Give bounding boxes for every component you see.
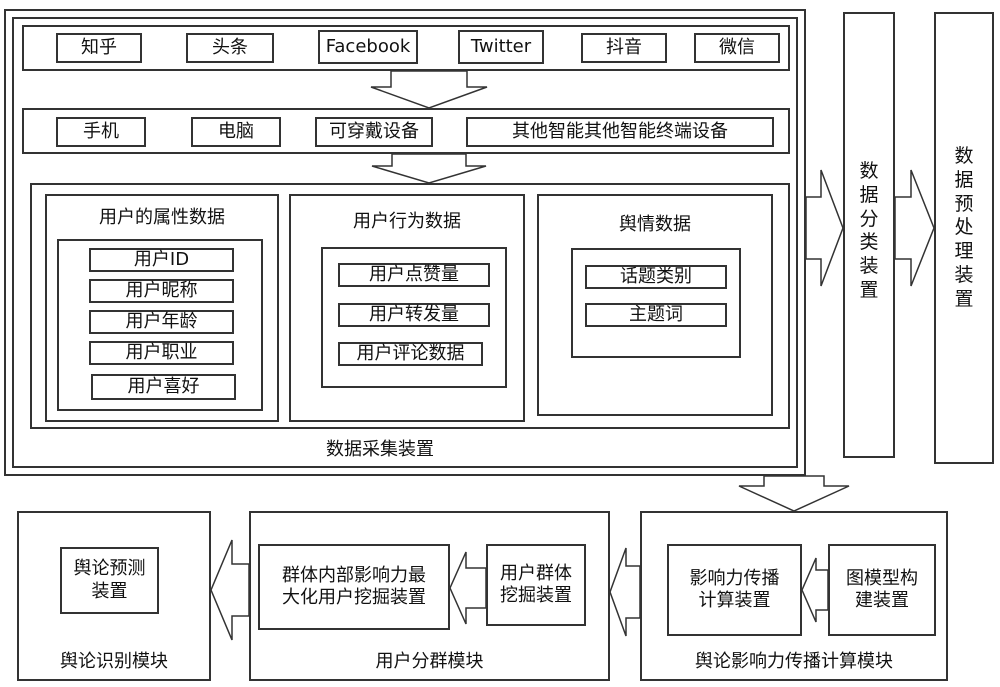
arrow-right-1 <box>806 170 843 286</box>
arrow-left-3 <box>450 552 486 624</box>
arrow-left-2 <box>610 548 640 636</box>
arrow-down-1 <box>371 71 487 108</box>
arrow-right-2 <box>895 170 934 286</box>
arrow-down-2 <box>372 154 486 183</box>
arrow-left-1 <box>802 558 828 622</box>
arrow-left-4 <box>211 540 249 640</box>
arrow-down-3 <box>739 476 849 511</box>
